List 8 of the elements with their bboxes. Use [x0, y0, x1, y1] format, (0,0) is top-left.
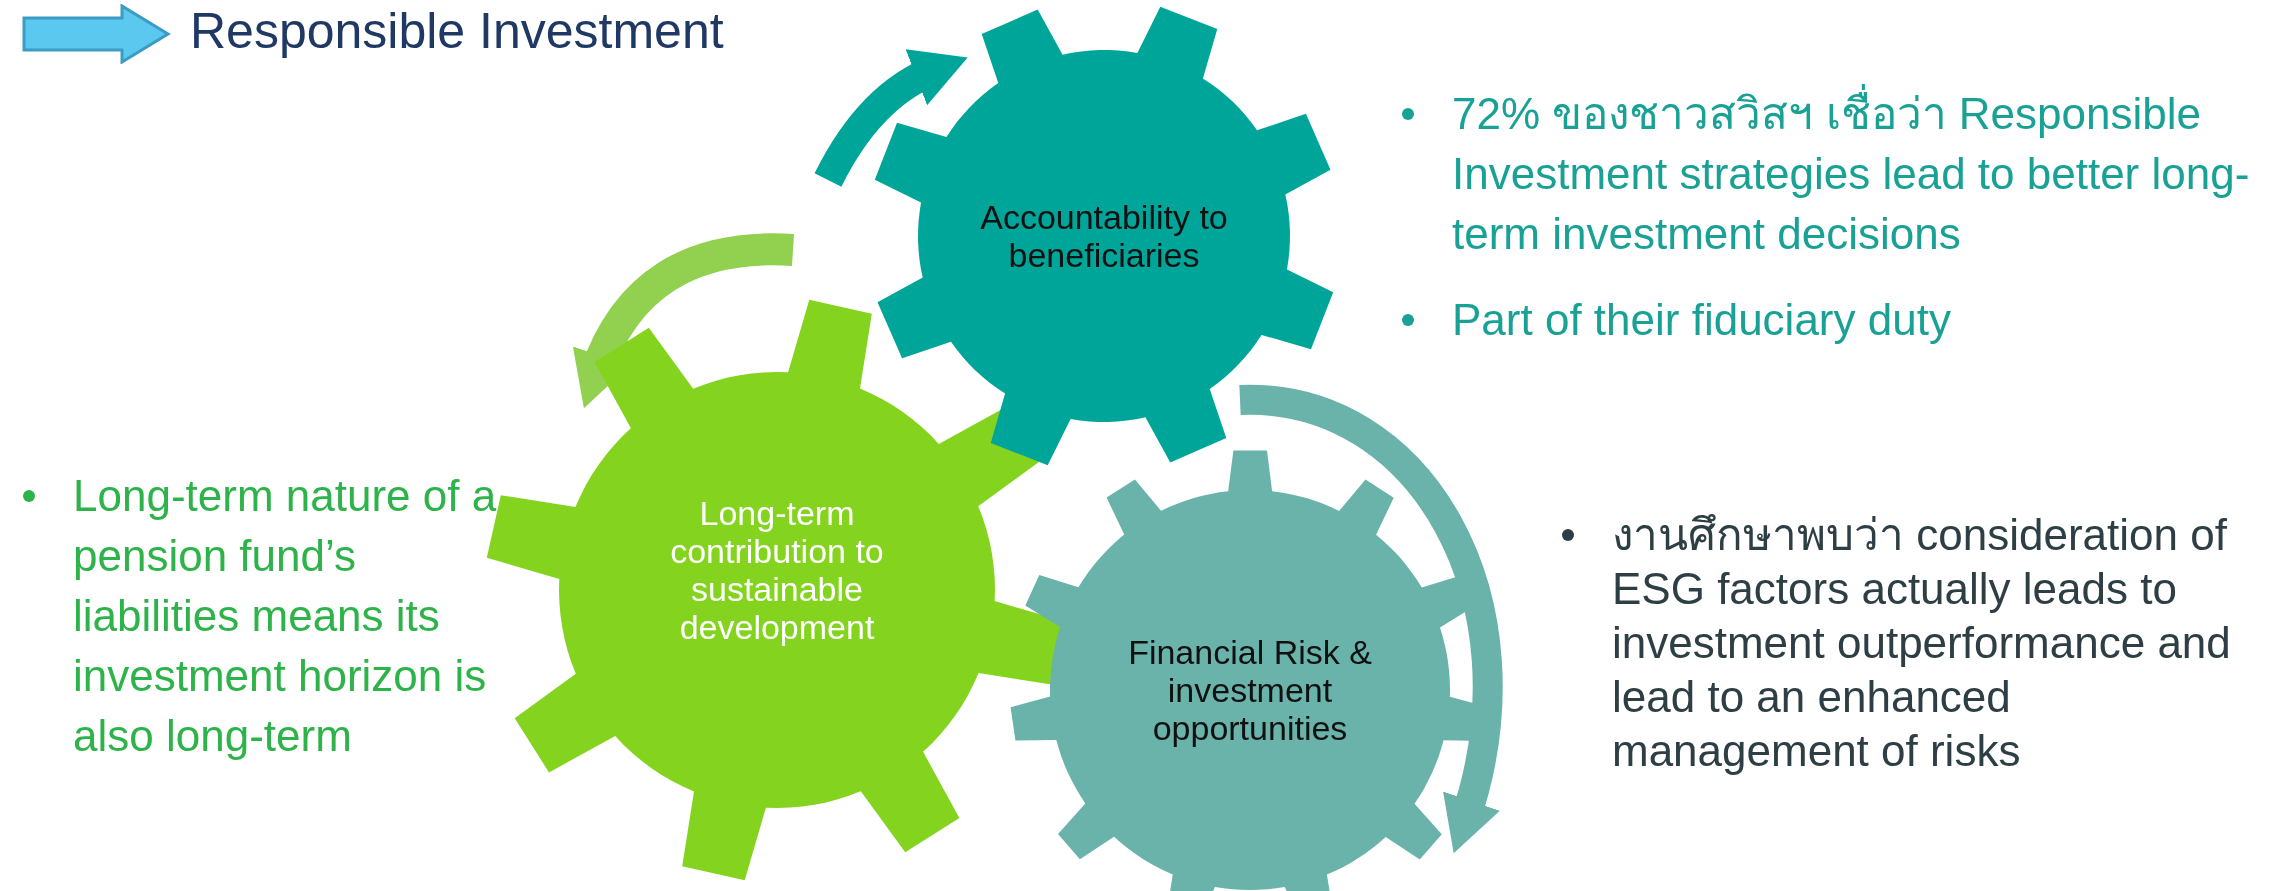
gear-label: Long-term contribution to sustainable development — [669, 494, 885, 646]
gear-label: Financial Risk & investment opportunities — [1127, 633, 1373, 747]
bullet-text: Long-term nature of a pension fund’s liabilities means its investment horizon is also long-term — [73, 470, 498, 762]
gear-label: Accountability to beneficiaries — [979, 198, 1229, 274]
bullet-text: งานศึกษาพบว่า consideration of ESG factors actually leads to investment outperformance and lead to an enhanced management of risks — [1612, 509, 2232, 777]
bullet-text: 72% ของชาวสวิสฯ เชื่อว่า Responsible Investment strategies lead to better long-term investment decisions — [1452, 84, 2262, 264]
bullet-text: Part of their fiduciary duty — [1452, 294, 1952, 346]
title: Responsible Investment — [190, 2, 724, 61]
